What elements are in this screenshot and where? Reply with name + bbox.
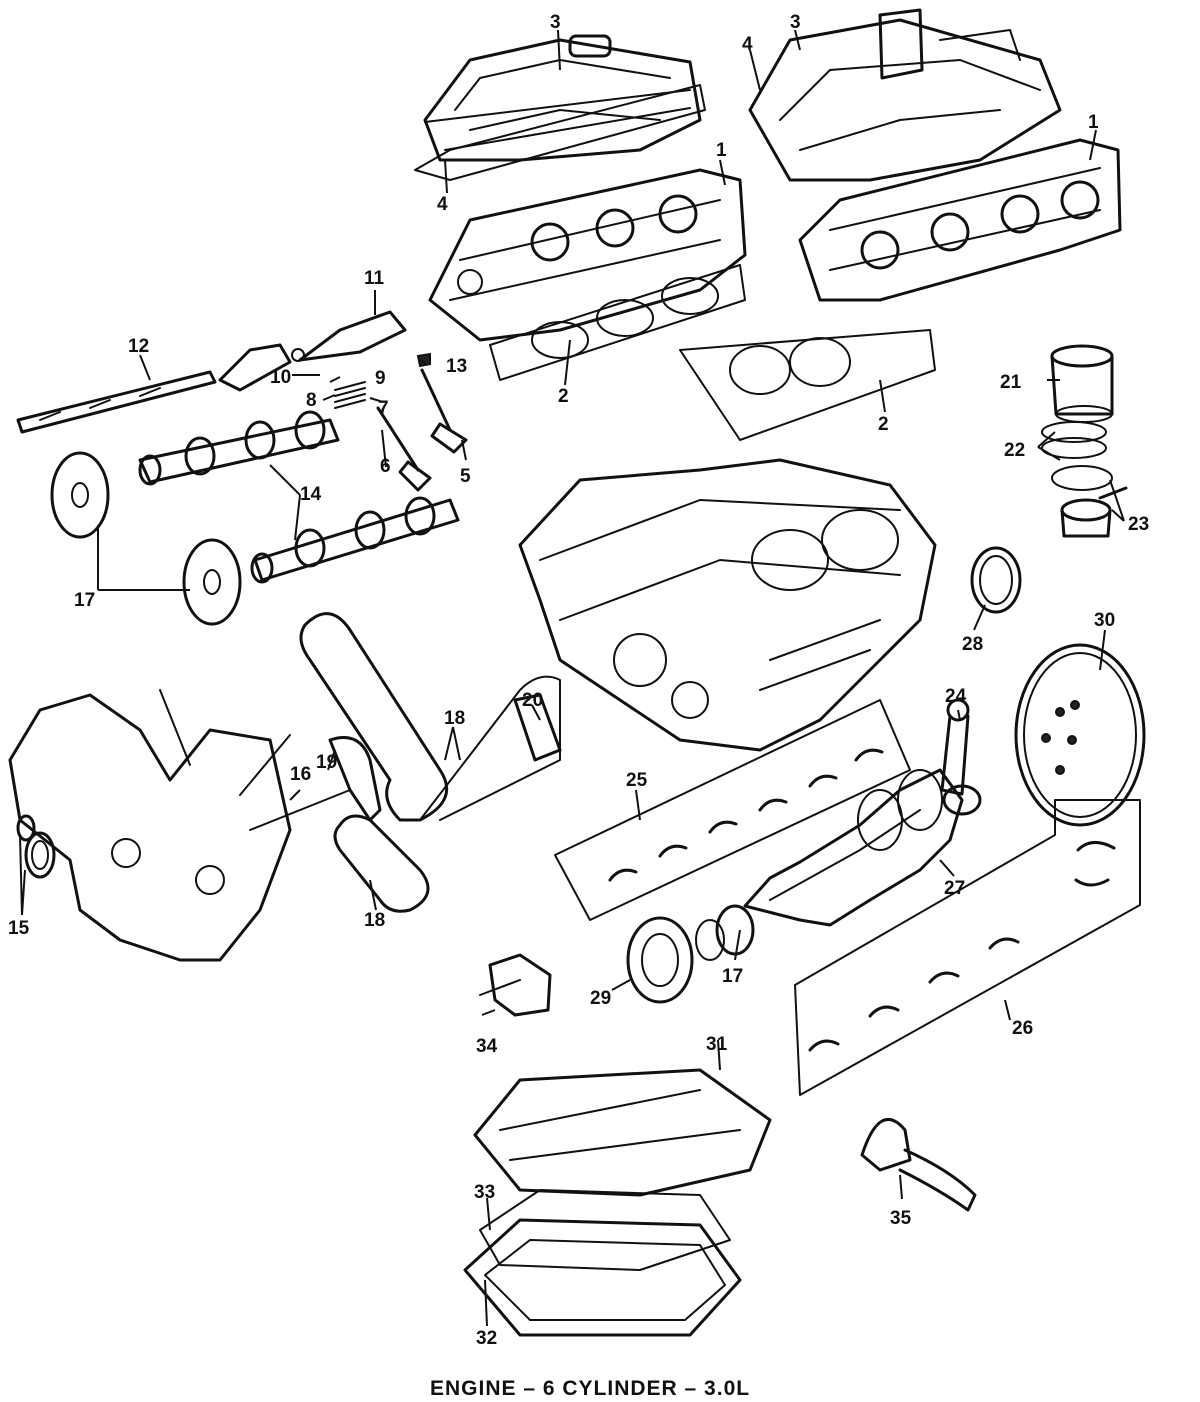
piston-rings: [1041, 421, 1113, 491]
engine-block: [518, 458, 937, 752]
oil-pan: [463, 1218, 742, 1337]
callout-9: 9: [375, 368, 386, 389]
callout-34: 34: [476, 1036, 498, 1057]
callout-1-right: 1: [1088, 112, 1099, 133]
rocker-arms: [218, 310, 407, 392]
cylinder-head-right: [798, 138, 1122, 302]
callout-20: 20: [522, 690, 543, 711]
callout-16: 16: [290, 764, 311, 785]
valve-spring: [334, 381, 366, 409]
callout-27: 27: [944, 878, 965, 899]
rear-main-seal: [970, 546, 1022, 614]
head-gasket-left: [489, 264, 746, 381]
callout-6: 6: [380, 456, 391, 477]
callout-2-right: 2: [878, 414, 889, 435]
timing-chain-primary: [299, 612, 561, 822]
callout-labels: 3 3 4 4 1 1 2 2 11 12 13 10 9 8 7 6 5 14…: [8, 12, 1149, 1349]
callout-10: 10: [270, 367, 291, 388]
oil-pickup: [860, 1118, 977, 1212]
callout-13: 13: [446, 356, 467, 377]
cam-sprocket-lower: [182, 538, 242, 626]
leader-lines: [19, 29, 1125, 1327]
callout-14: 14: [300, 484, 322, 505]
valve-exhaust: [416, 352, 468, 454]
callout-5: 5: [460, 466, 471, 487]
callout-3-right: 3: [790, 12, 801, 33]
callout-35: 35: [890, 1208, 912, 1229]
callout-4-left: 4: [437, 194, 448, 215]
callout-4-right: 4: [742, 34, 753, 55]
callout-31: 31: [706, 1034, 728, 1055]
callout-25: 25: [626, 770, 648, 791]
cylinder-head-left: [428, 168, 747, 342]
callout-12: 12: [128, 336, 149, 357]
timing-chain-secondary: [333, 814, 430, 913]
callout-24: 24: [945, 686, 967, 707]
crankshaft-pulley: [626, 916, 694, 1004]
chain-tensioner: [513, 693, 562, 762]
callout-28: 28: [962, 634, 983, 655]
flywheel: [1014, 643, 1146, 827]
callout-23: 23: [1128, 514, 1149, 535]
callout-18-upper: 18: [444, 708, 465, 729]
valve-cover-right: [748, 8, 1062, 182]
callout-21: 21: [1000, 372, 1022, 393]
cam-sprocket-upper: [50, 451, 110, 539]
valve-cover-gasket-left: [414, 84, 706, 181]
callout-29: 29: [590, 988, 611, 1009]
piston: [1060, 486, 1128, 538]
camshaft-upper: [138, 410, 340, 486]
callout-3-left: 3: [550, 12, 561, 33]
chain-guide: [328, 736, 382, 822]
bearing-set-lower: [794, 799, 1141, 1096]
callout-30: 30: [1094, 610, 1115, 631]
callout-7: 7: [378, 398, 389, 419]
callout-33: 33: [474, 1182, 495, 1203]
valve-intake: [376, 406, 432, 492]
front-seals: [16, 814, 56, 879]
bearing-set-upper: [554, 699, 911, 921]
camshaft-lower: [250, 496, 460, 584]
callout-8: 8: [306, 390, 317, 411]
callout-17-top: 17: [74, 590, 95, 611]
callout-2-left: 2: [558, 386, 569, 407]
timing-cover: [8, 689, 351, 962]
cylinder-liner: [1050, 344, 1114, 423]
oil-pump: [479, 953, 552, 1017]
callout-19: 19: [316, 752, 337, 773]
callout-11: 11: [364, 268, 385, 289]
callout-15: 15: [8, 918, 30, 939]
callout-18-lower: 18: [364, 910, 385, 931]
valve-cover-left: [423, 34, 702, 162]
connecting-rod: [940, 698, 982, 816]
crankshaft: [743, 768, 964, 927]
callout-32: 32: [476, 1328, 497, 1349]
oil-pan-upper: [473, 1068, 772, 1197]
rocker-shaft: [16, 370, 217, 434]
diagram-caption: ENGINE – 6 CYLINDER – 3.0L: [430, 1377, 750, 1400]
callout-1-left: 1: [716, 140, 727, 161]
crankshaft-sprocket: [695, 904, 755, 961]
callout-26: 26: [1012, 1018, 1033, 1039]
callout-22: 22: [1004, 440, 1025, 461]
oil-pan-gasket: [479, 1189, 731, 1271]
callout-17-bottom: 17: [722, 966, 743, 987]
head-gasket-right: [679, 329, 936, 441]
